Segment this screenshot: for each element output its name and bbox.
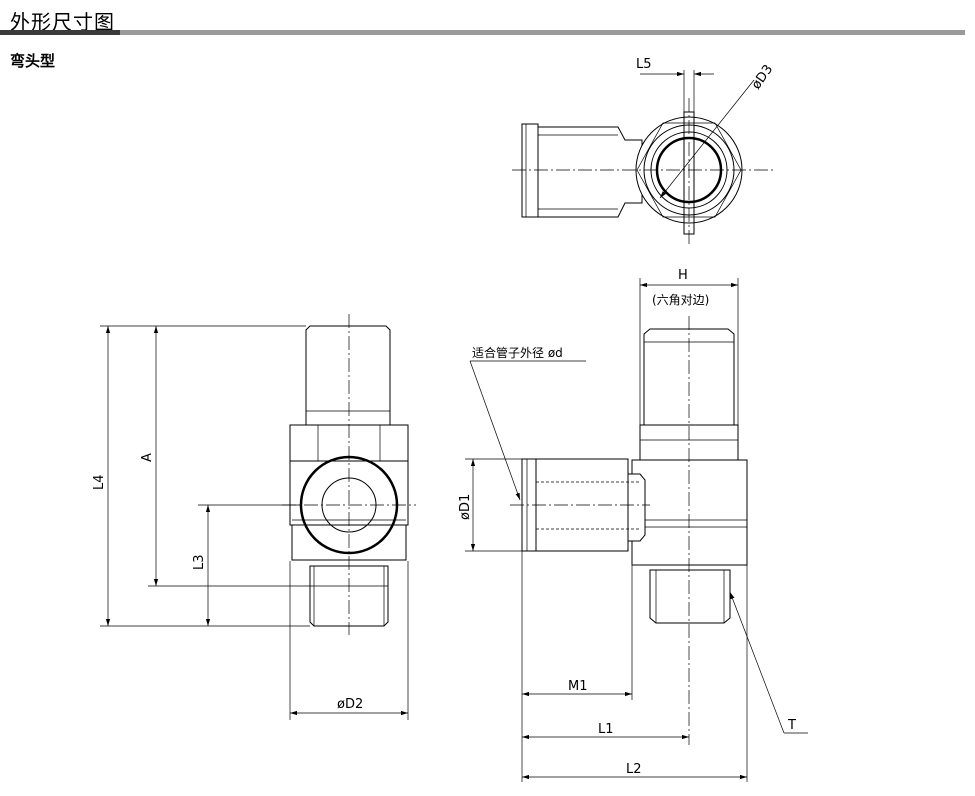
label-L1: L1: [598, 722, 614, 737]
right-body: [631, 459, 748, 566]
section-subtitle: 弯头型: [10, 52, 56, 70]
label-L2: L2: [626, 762, 642, 777]
label-M1: M1: [568, 679, 588, 694]
top-body: [537, 126, 643, 218]
label-L3: L3: [192, 554, 207, 570]
label-H-note: (六角对边): [652, 293, 709, 307]
top-view: [512, 70, 776, 246]
title-underline-light: [120, 30, 965, 35]
label-T: T: [787, 718, 796, 733]
title-underline-dark: [0, 30, 120, 35]
label-tube-od: 适合管子外径 ød: [472, 345, 563, 360]
top-collar: [521, 123, 539, 218]
left-view: [100, 314, 416, 720]
right-collar: [627, 473, 646, 542]
label-L5: L5: [636, 57, 652, 72]
label-H: H: [678, 268, 688, 283]
header: 外形尺寸图: [0, 0, 975, 40]
label-D2: øD2: [337, 697, 363, 712]
label-D3: øD3: [749, 62, 776, 92]
label-L4: L4: [92, 474, 107, 490]
right-bottom-thread: [649, 569, 731, 624]
left-top-stub: [305, 325, 391, 426]
right-view: [465, 278, 808, 782]
label-A: A: [140, 453, 155, 462]
label-D1: øD1: [458, 494, 473, 520]
